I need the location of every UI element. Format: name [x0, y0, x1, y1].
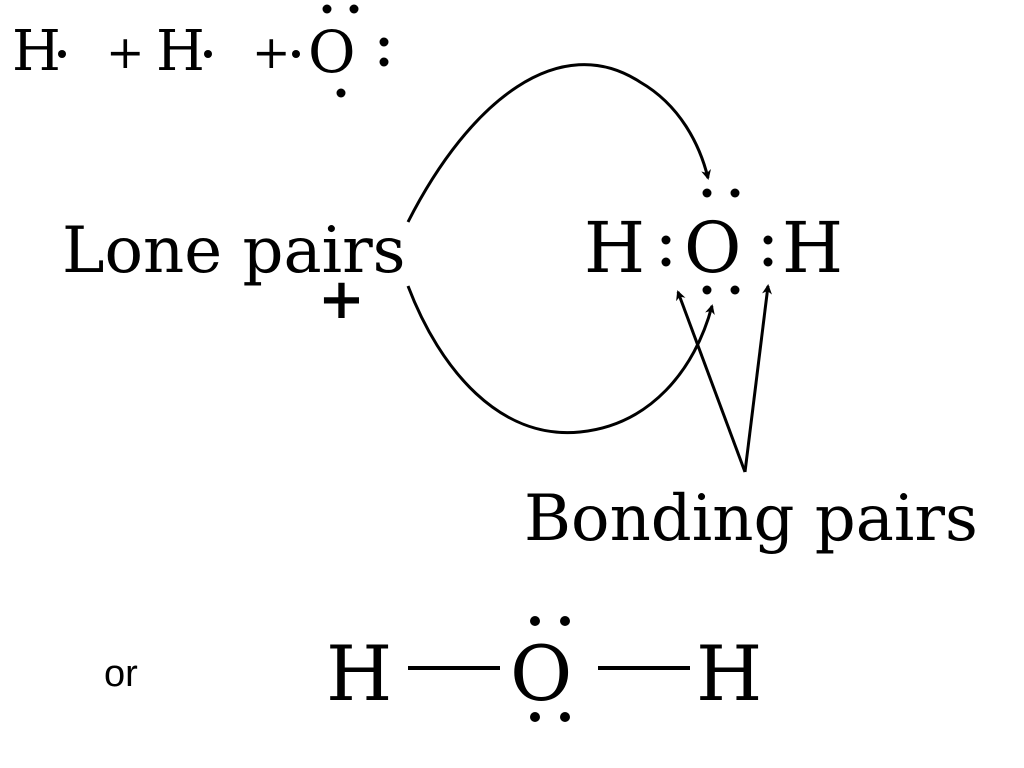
- plus-mark: +: [318, 266, 365, 332]
- reactant-o-atom: O: [308, 18, 356, 86]
- right-bond-dot-2: [763, 257, 773, 267]
- or-label: or: [104, 653, 138, 695]
- h2-electron-dot: [204, 50, 212, 58]
- lone-pairs-label: Lone pairs: [62, 214, 406, 288]
- water-structural-formula: H O H: [326, 616, 762, 722]
- o-top-lone-dot-1: [702, 188, 712, 198]
- bonding-arrow-right: [743, 284, 772, 473]
- reactant-plus-2: +: [252, 25, 291, 79]
- alt-o-top-dot-1: [530, 616, 540, 626]
- o-top-dot-1: [322, 4, 332, 14]
- bonding-pairs-label: Bonding pairs: [524, 482, 978, 556]
- left-bond-dot-1: [661, 235, 671, 245]
- reactant-h-atom-2: H: [156, 19, 205, 84]
- o-top-lone-dot-2: [730, 188, 740, 198]
- bonding-arrow-left: [676, 290, 747, 473]
- alt-o-top-dot-2: [560, 616, 570, 626]
- right-bond-dot-1: [763, 235, 773, 245]
- alt-o-atom: O: [510, 629, 572, 718]
- o-right-dot-2: [379, 57, 389, 67]
- alt-h-left: H: [326, 629, 392, 718]
- alt-h-right: H: [696, 629, 762, 718]
- reactant-plus-1: +: [106, 25, 145, 79]
- lower-curved-arrow: [406, 285, 715, 435]
- reactants-equation: H + H + O: [12, 4, 389, 98]
- product-o-atom: O: [684, 207, 741, 289]
- left-bond-dot-2: [661, 257, 671, 267]
- o-bottom-dot: [336, 88, 346, 98]
- product-h-left: H: [584, 207, 645, 289]
- alt-o-bottom-dot-1: [530, 712, 540, 722]
- water-lewis-dot-structure: H O H: [584, 188, 843, 295]
- h1-electron-dot: [58, 50, 66, 58]
- alt-o-bottom-dot-2: [560, 712, 570, 722]
- product-h-right: H: [782, 207, 843, 289]
- reactant-h-atom-1: H: [12, 19, 61, 84]
- o-right-dot-1: [379, 37, 389, 47]
- o-bottom-lone-dot-2: [730, 285, 740, 295]
- o-left-electron-dot: [292, 50, 300, 58]
- o-bottom-lone-dot-1: [702, 285, 712, 295]
- o-top-dot-2: [349, 4, 359, 14]
- upper-curved-arrow: [406, 63, 711, 223]
